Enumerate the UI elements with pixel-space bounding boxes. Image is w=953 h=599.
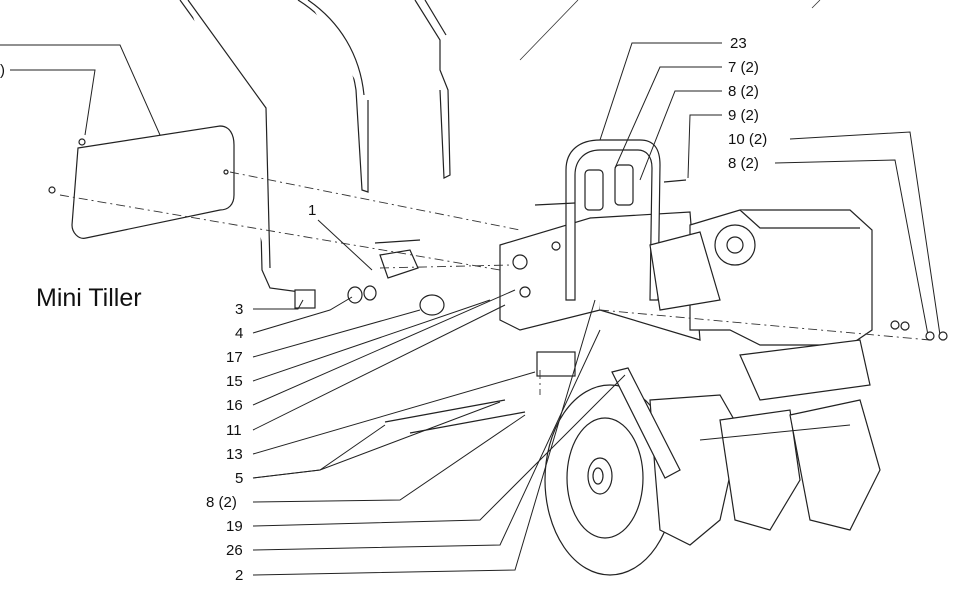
right-callout-labels: 23 7 (2) 8 (2) 9 (2) 10 (2) 8 (2)	[728, 35, 767, 172]
callout-label: 2	[235, 567, 243, 584]
callout-label: 16	[226, 397, 243, 414]
callout-label: 8 (2)	[728, 155, 759, 172]
callout-edge-label: )	[0, 62, 5, 79]
left-callout-labels: 3 4 17 15 16 11 13 5 8 (2) 19 26 2	[206, 301, 243, 584]
callout-label: 13	[226, 446, 243, 463]
right-leader-lines	[599, 42, 941, 336]
callout-label: 23	[730, 35, 747, 52]
callout-label: 7 (2)	[728, 59, 759, 76]
callout-label: 15	[226, 373, 243, 390]
callout-1: 1	[308, 202, 316, 219]
callout-label: 9 (2)	[728, 107, 759, 124]
callout-label: 5	[235, 470, 243, 487]
tines	[611, 367, 881, 546]
diagram-title: Mini Tiller	[36, 284, 142, 312]
left-leader-lines	[252, 289, 626, 576]
right-hardware	[890, 320, 948, 341]
callout-label: 8 (2)	[206, 494, 237, 511]
callout-label: 17	[226, 349, 243, 366]
callout-label: 26	[226, 542, 243, 559]
shield-panel	[48, 125, 235, 239]
callout-label: 8 (2)	[728, 83, 759, 100]
callout-label: 11	[226, 422, 242, 439]
small-parts	[294, 179, 687, 434]
callout-label: 10 (2)	[728, 131, 767, 148]
callout-label: 4	[235, 325, 243, 342]
engine	[649, 209, 873, 401]
callout-label: 3	[235, 301, 243, 318]
assembly-centerlines	[59, 171, 931, 395]
callout-label: 19	[226, 518, 243, 535]
handlebar-assembly	[179, 0, 821, 293]
handle-loop	[565, 139, 661, 301]
